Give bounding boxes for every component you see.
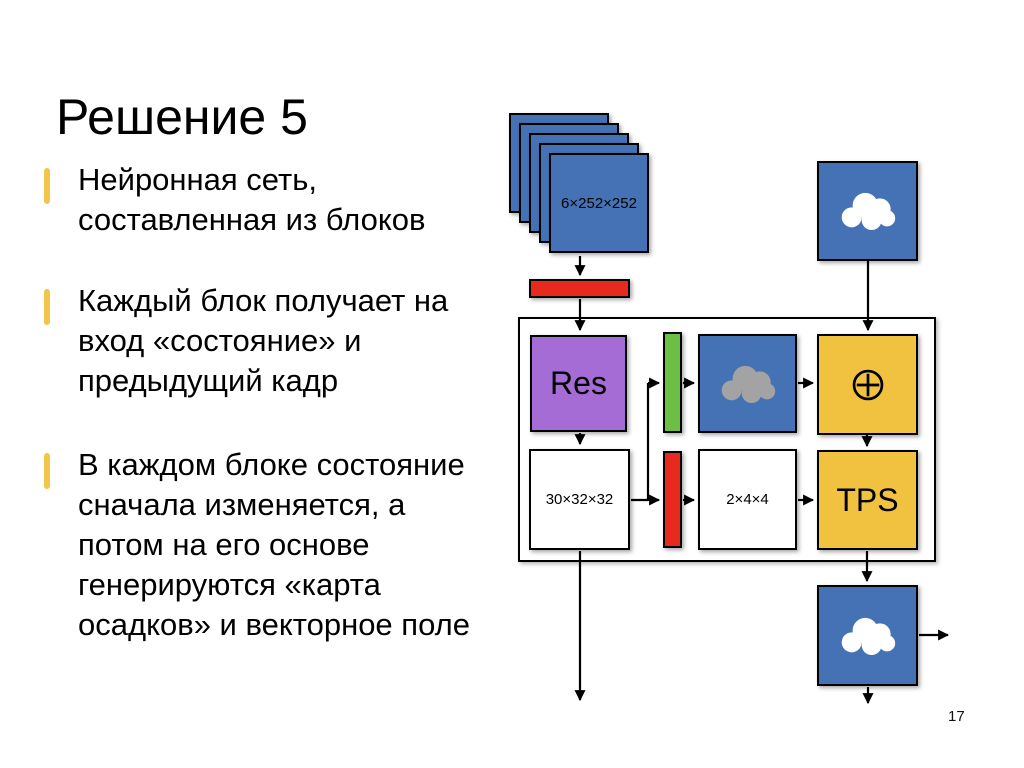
merge-block	[817, 334, 918, 435]
state-size-block: 30×32×32	[529, 449, 630, 550]
cloud-icon	[841, 617, 895, 655]
flow-size-block: 2×4×4	[698, 449, 797, 550]
bullet-marker	[44, 453, 50, 489]
res-label: Res	[550, 365, 607, 401]
res-block: Res	[530, 335, 627, 432]
bullet-item: Каждый блок получает на вход «состояние»…	[44, 281, 484, 401]
cloud-icon	[721, 365, 775, 403]
flow-split-bar	[663, 451, 682, 548]
bullet-marker	[44, 168, 50, 204]
state-cloud-block	[698, 334, 797, 433]
reduce-bar	[529, 279, 630, 298]
tps-block: TPS	[817, 450, 918, 550]
flow-size-label: 2×4×4	[726, 491, 769, 508]
circled-plus-icon	[852, 369, 883, 400]
bullet-item: Нейронная сеть, составленная из блоков	[44, 160, 484, 240]
state-size-label: 30×32×32	[545, 491, 614, 508]
page-number: 17	[948, 708, 965, 725]
page-title: Решение 5	[56, 88, 308, 145]
output-cloud-block	[817, 585, 918, 686]
input-frames-label: 6×252×252	[561, 194, 637, 212]
input-cloud-block	[817, 161, 918, 261]
bullet-text: Нейронная сеть, составленная из блоков	[78, 162, 426, 237]
bullet-text: Каждый блок получает на вход «состояние»…	[78, 283, 449, 398]
bullet-text: В каждом блоке состояние сначала изменяе…	[78, 447, 470, 642]
bullet-item: В каждом блоке состояние сначала изменяе…	[44, 445, 484, 645]
stack-frame-front: 6×252×252	[549, 153, 649, 253]
bullet-marker	[44, 289, 50, 325]
tps-label: TPS	[836, 481, 899, 518]
cloud-icon	[841, 192, 895, 231]
state-split-bar	[663, 332, 682, 433]
